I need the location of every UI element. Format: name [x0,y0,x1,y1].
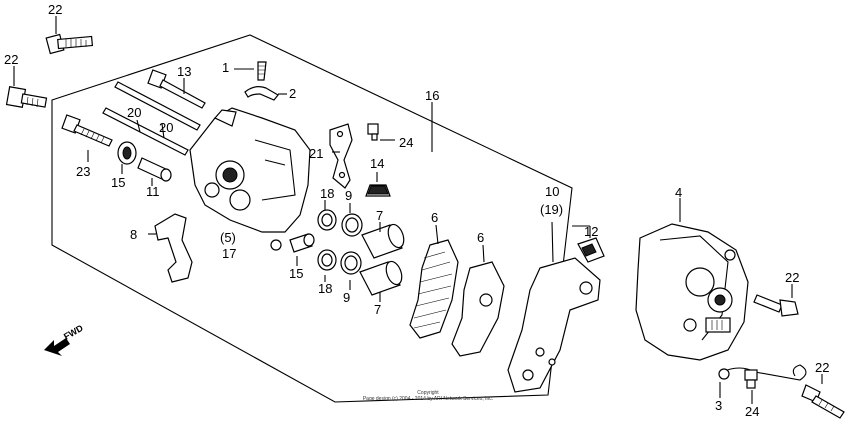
bolt-22-top [45,33,94,55]
pad-retainer-8 [154,213,193,283]
label-1: 1 [222,60,229,75]
bolt-24-top [367,123,379,141]
plug-14 [365,184,391,197]
bolt-22-right [753,294,799,317]
pin-20-upper [114,81,201,131]
label-7-lower: 7 [374,302,381,317]
label-19: (19) [540,202,563,217]
forward-arrow-icon: FWD [44,323,85,356]
label-7-upper: 7 [376,208,383,223]
pad-spring-21 [329,123,353,189]
bleeder-cap-2 [244,86,279,101]
pin-20-lower [102,107,189,156]
copyright-line-1: Copyright [417,390,439,396]
label-13: 13 [177,64,191,79]
brake-pad-6-front [409,239,459,339]
label-4: 4 [675,185,682,200]
piston-7-upper [361,223,405,259]
pin-13 [147,69,206,109]
seal-9-lower [340,251,362,275]
brake-pad-6-rear [451,261,505,357]
label-24-top: 24 [399,135,413,150]
bolt-22-bottom-right [801,384,845,419]
label-12: 12 [584,224,598,239]
label-2: 2 [289,86,296,101]
label-9-lower: 9 [343,290,350,305]
label-9-upper: 9 [345,188,352,203]
label-18-upper: 18 [320,186,334,201]
boot-15-left [117,141,137,165]
label-20-upper: 20 [127,105,141,120]
label-6-front: 6 [431,210,438,225]
bleeder-valve-1 [257,61,267,81]
bolt-23 [61,114,113,147]
clip-12 [577,237,605,263]
label-5: (5) [220,230,236,245]
label-14: 14 [370,156,384,171]
assembly-outline [51,34,573,403]
label-22-left: 22 [4,52,18,67]
label-17: 17 [222,246,236,261]
caliper-body-5 [189,107,311,251]
label-15-lower: 15 [289,266,303,281]
bolt-22-left [5,86,48,108]
seal-9-upper [341,213,363,237]
label-22-bottom-right: 22 [815,360,829,375]
label-22-top: 22 [48,2,62,17]
label-22-right: 22 [785,270,799,285]
label-24-lower: 24 [745,404,759,419]
clip-3 [718,364,807,381]
label-21: 21 [309,146,323,161]
boot-15-lower [289,233,315,253]
piston-7-lower [359,260,403,296]
caliper-bracket-10 [507,257,601,393]
label-6-rear: 6 [477,230,484,245]
label-10: 10 [545,184,559,199]
label-15-upper: 15 [111,175,125,190]
sleeve-11 [137,157,172,182]
label-8: 8 [130,227,137,242]
label-18-lower: 18 [318,281,332,296]
seal-18-lower [317,249,337,271]
seal-18-upper [317,209,337,231]
fwd-label: FWD [62,323,85,342]
label-16: 16 [425,88,439,103]
copyright-line-2: Page design (c) 2004 - 2014 by ARI Netwo… [363,396,493,402]
label-3: 3 [715,398,722,413]
label-20-lower: 20 [159,120,173,135]
bolt-24-lower [744,369,758,389]
label-11: 11 [146,184,160,199]
label-23: 23 [76,164,90,179]
caliper-assembly-4 [635,223,749,361]
